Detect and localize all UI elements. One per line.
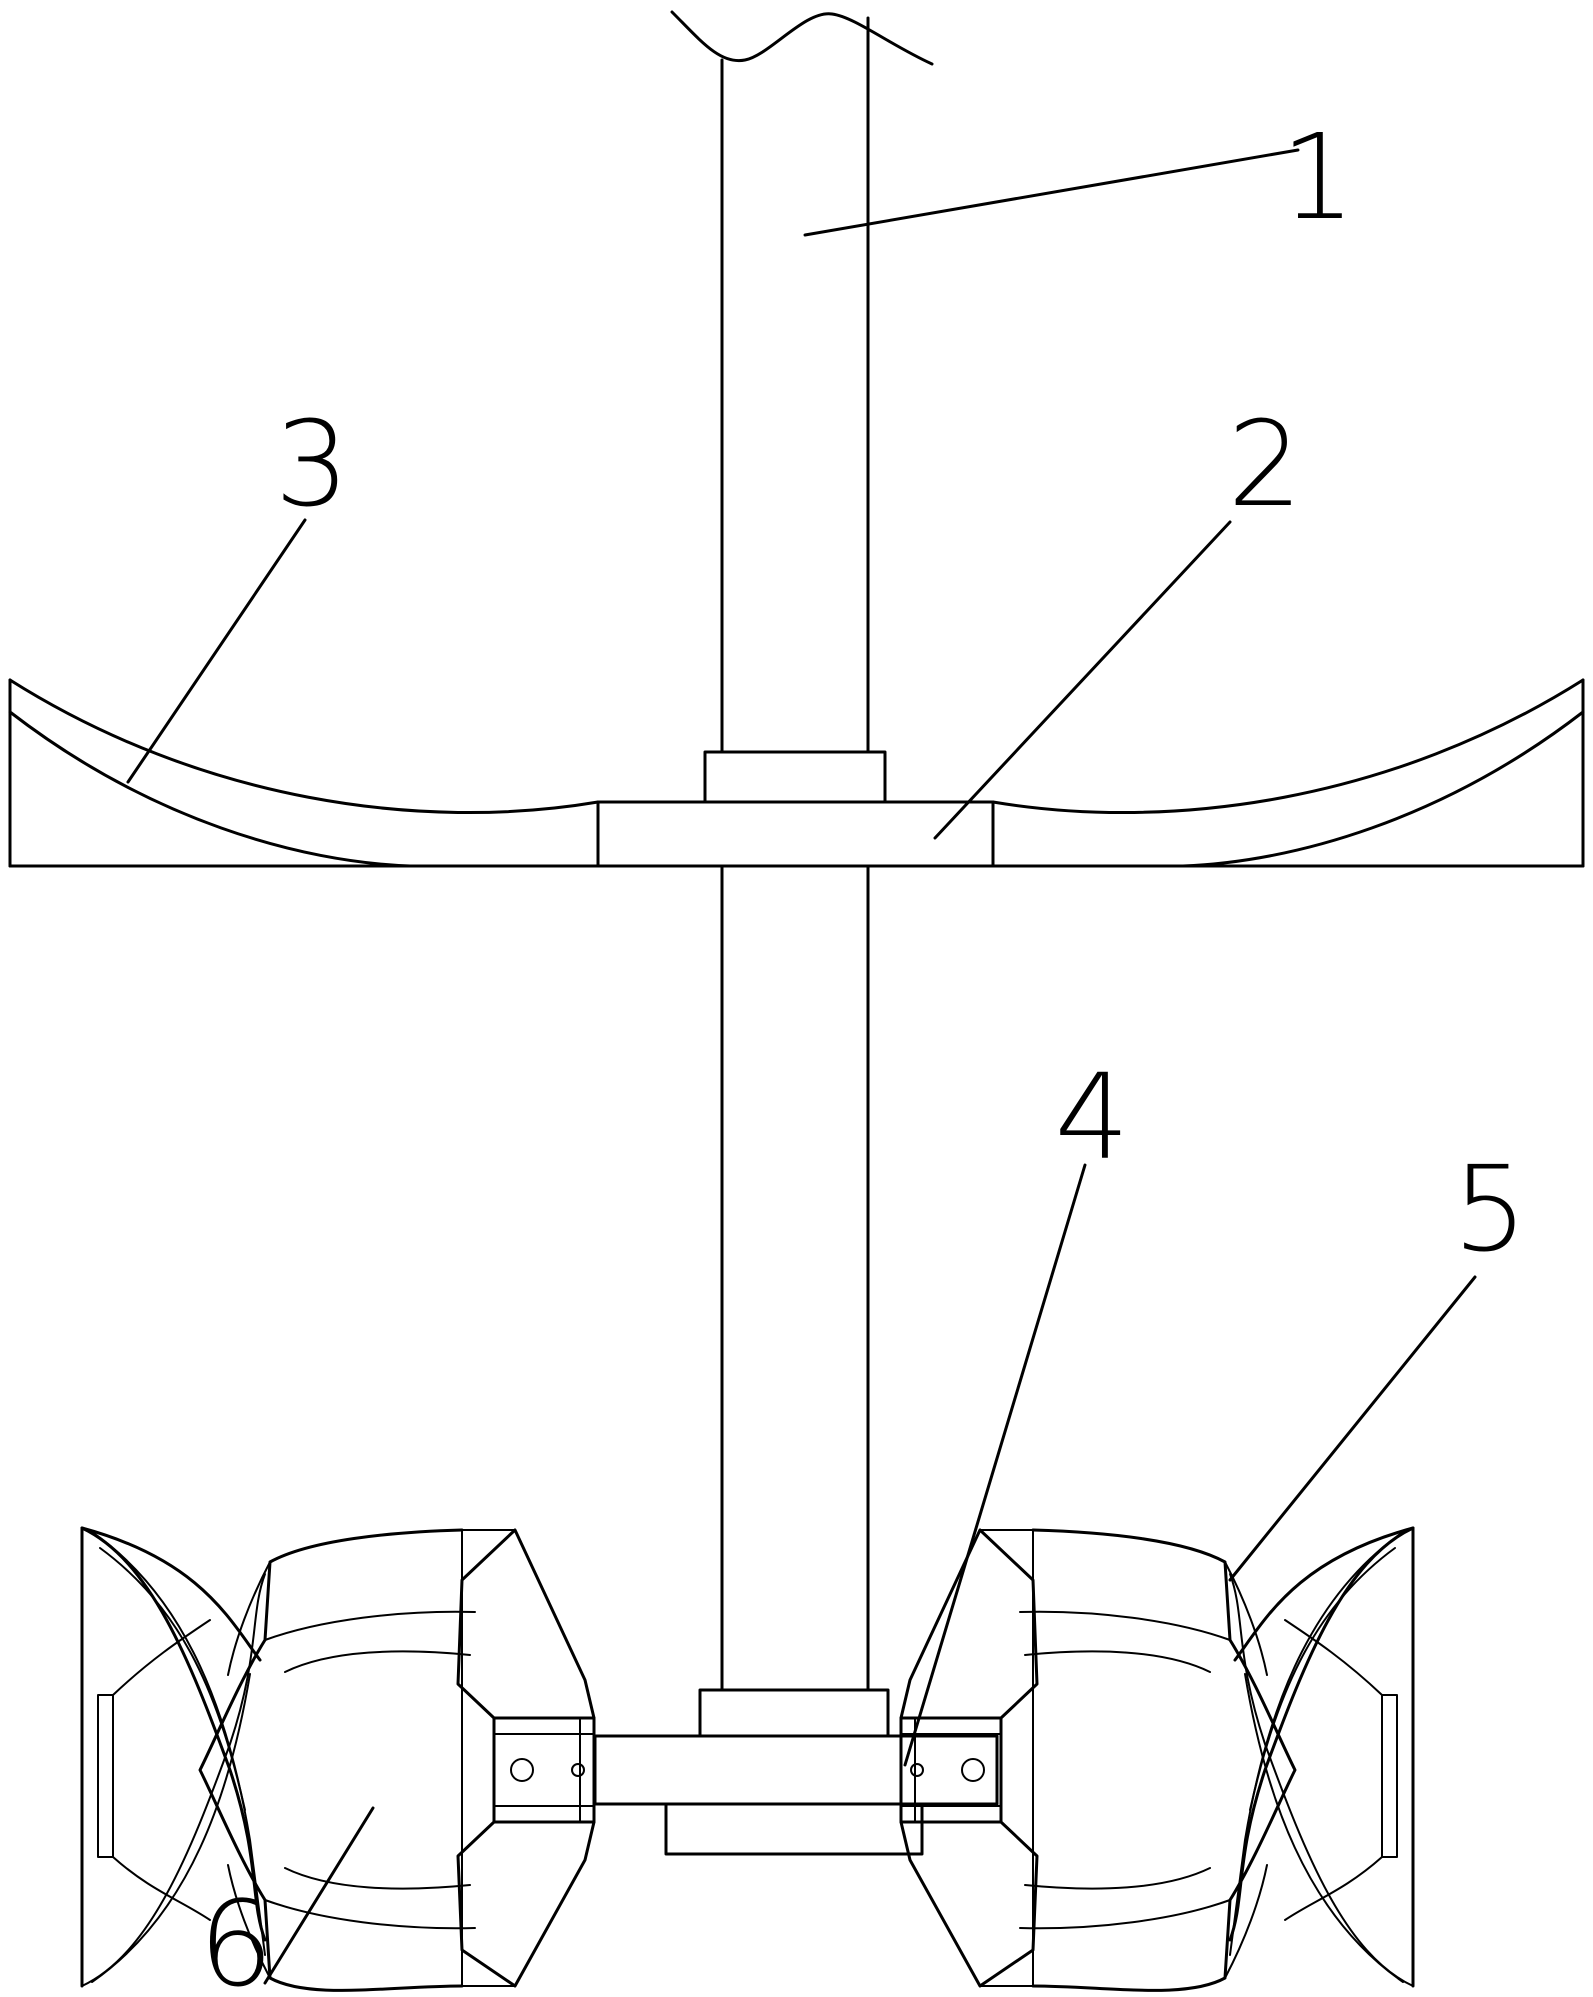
leader-2 bbox=[933, 520, 1232, 840]
cross-arm bbox=[593, 1734, 999, 1806]
label-5: 5 bbox=[1452, 1140, 1527, 1278]
label-4: 4 bbox=[1054, 1048, 1129, 1186]
upper-hub bbox=[596, 750, 995, 868]
lower-hub bbox=[664, 1688, 924, 1856]
left-clamp bbox=[492, 1716, 596, 1824]
leader-lines bbox=[126, 148, 1477, 1985]
right-twisted-blade bbox=[899, 1526, 1415, 1992]
label-2: 2 bbox=[1227, 395, 1302, 533]
leader-4 bbox=[903, 1163, 1087, 1767]
callout-labels: 1 2 3 4 5 6 bbox=[198, 108, 1527, 1997]
label-6: 6 bbox=[198, 1875, 273, 1997]
label-1: 1 bbox=[1280, 108, 1355, 246]
leader-6 bbox=[263, 1806, 375, 1985]
leader-5 bbox=[1228, 1275, 1477, 1582]
right-clamp bbox=[899, 1716, 1003, 1824]
left-twisted-blade bbox=[80, 1526, 596, 1992]
shaft-break-line bbox=[670, 10, 934, 66]
leader-3 bbox=[126, 518, 307, 784]
leader-1 bbox=[803, 148, 1300, 237]
shaft bbox=[670, 10, 934, 1692]
upper-arc-blade bbox=[8, 678, 1585, 868]
label-3: 3 bbox=[274, 395, 349, 533]
